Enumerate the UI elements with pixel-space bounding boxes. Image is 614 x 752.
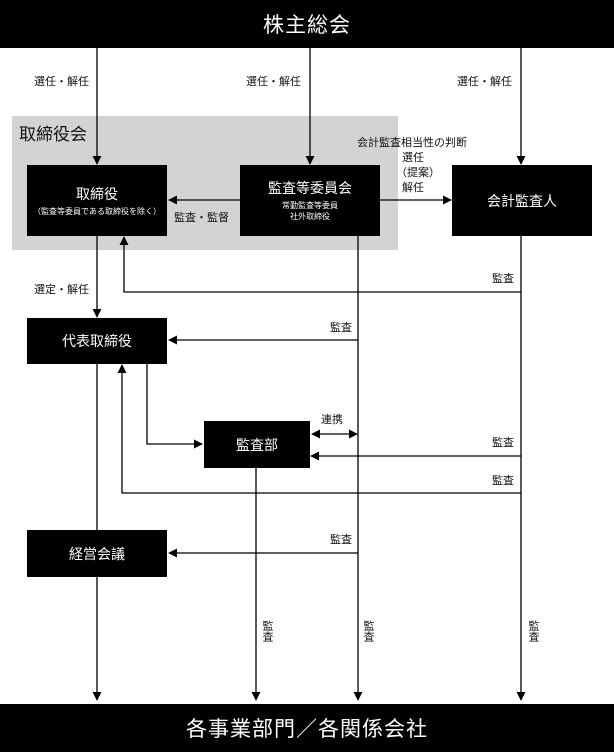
label-select-dismiss: 選定・解任 (34, 283, 89, 296)
label-audit-dept-divisions: 監査 (261, 620, 274, 642)
board-subtitle: （監査等委員である取締役を除く） (33, 206, 161, 216)
label-elect-dismiss-board: 選任・解任 (34, 75, 89, 88)
label-audit-supervise: 監査・監督 (174, 211, 229, 224)
management-meeting-title: 経営会議 (69, 546, 125, 563)
audit-committee-title: 監査等委員会 (268, 181, 352, 198)
label-elect: 選任 (402, 151, 424, 164)
accounting-auditor-title: 会計監査人 (487, 193, 557, 210)
management-meeting-node: 経営会議 (27, 530, 167, 577)
board-of-directors-label: 取締役会 (19, 125, 87, 145)
audit-committee-members: 常勤監査等委員 社外取締役 (282, 201, 338, 223)
label-audit-auditor-divisions: 監査 (527, 620, 540, 642)
audit-department-title: 監査部 (236, 437, 278, 454)
audit-committee-node: 監査等委員会 常勤監査等委員 社外取締役 (240, 165, 380, 236)
board-title: 取締役 (76, 186, 118, 203)
representative-director-node: 代表取締役 (27, 318, 167, 364)
representative-director-title: 代表取締役 (62, 334, 132, 350)
label-audit-auditor-dept: 監査 (492, 436, 514, 449)
label-audit-auditor-board: 監査 (492, 272, 514, 285)
audit-committee-sub1: 常勤監査等委員 (282, 201, 338, 211)
label-audit-committee-mgmt: 監査 (330, 533, 352, 546)
audit-department-node: 監査部 (204, 421, 310, 468)
label-elect-dismiss-auditor: 選任・解任 (457, 75, 512, 88)
label-elect-dismiss-committee: 選任・解任 (246, 75, 301, 88)
audit-committee-sub2: 社外取締役 (290, 212, 330, 221)
label-proposal: （提案） (396, 166, 440, 179)
accounting-auditor-node: 会計監査人 (452, 165, 592, 236)
label-audit-committee-rep: 監査 (330, 321, 352, 334)
label-cooperation: 連携 (321, 413, 343, 426)
business-divisions-bar: 各事業部門／各関係会社 (0, 704, 614, 752)
board-node: 取締役 （監査等委員である取締役を除く） (27, 165, 167, 236)
label-dismiss: 解任 (402, 181, 424, 194)
label-audit-committee-divisions: 監査 (362, 620, 375, 642)
shareholders-meeting-bar: 株主総会 (0, 0, 614, 48)
label-audit-auditor-rep: 監査 (492, 474, 514, 487)
label-appropriateness-judgment: 会計監査相当性の判断 (357, 136, 467, 149)
